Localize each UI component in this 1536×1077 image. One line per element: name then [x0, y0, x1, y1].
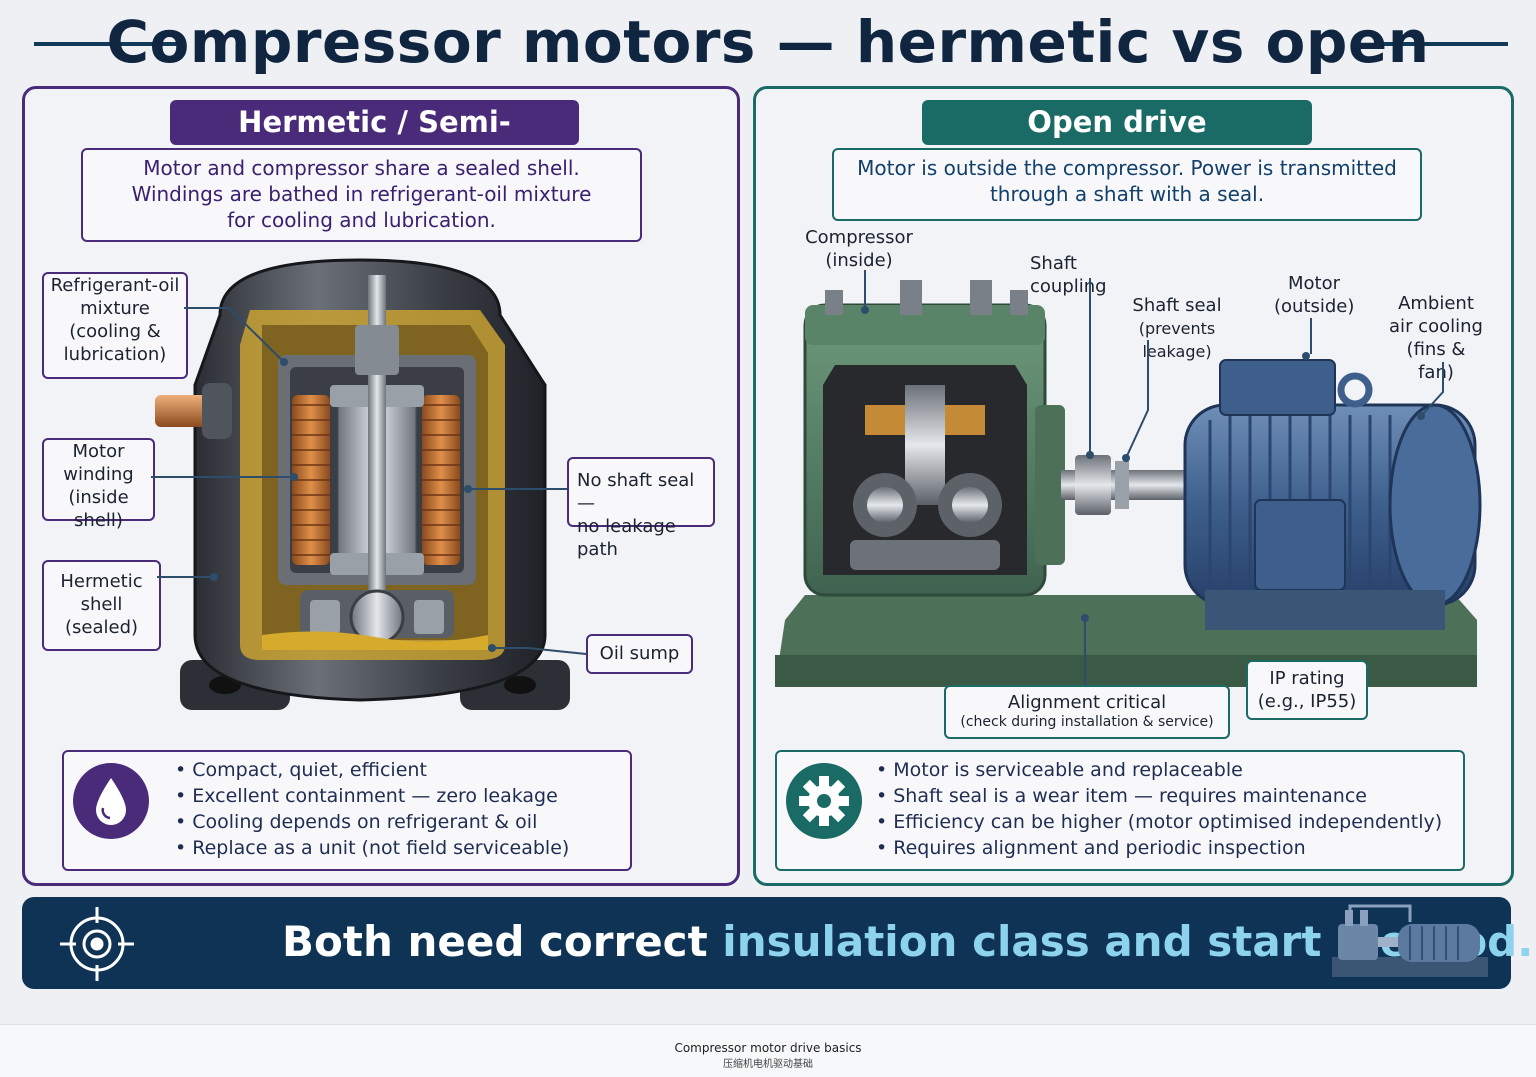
list-item: • Requires alignment and periodic inspec…	[876, 837, 1306, 859]
label-line: (sealed)	[64, 617, 139, 638]
no-shaft-seal-label: No shaft seal — no leakage path	[567, 457, 715, 560]
label-line: Shaft seal	[1132, 295, 1222, 316]
list-item-text: Compact, quiet, efficient	[192, 759, 427, 781]
gear-icon	[786, 763, 862, 839]
no-shaft-seal-leader	[468, 488, 567, 490]
list-item-text: Requires alignment and periodic inspecti…	[893, 837, 1306, 859]
hermetic-header: Hermetic / Semi-hermetic	[170, 100, 579, 184]
conclusion-banner	[22, 897, 1511, 989]
footer-caption: Compressor motor drive basics	[674, 1041, 862, 1055]
label-line: (cooling &	[69, 321, 161, 342]
hermetic-description-line: Windings are bathed in refrigerant-oil m…	[131, 182, 592, 206]
open-summary-box	[775, 750, 1465, 871]
label-line: No shaft seal —	[577, 470, 695, 514]
motor-winding-leader	[151, 476, 294, 478]
label-line: (prevents leakage)	[1138, 319, 1216, 361]
list-item: • Excellent containment — zero leakage	[175, 785, 558, 807]
ambient-cooling-leader	[1417, 362, 1444, 420]
label-line: Motor	[72, 441, 125, 462]
label-line: (inside)	[825, 250, 893, 271]
list-item: • Replace as a unit (not field serviceab…	[175, 837, 570, 859]
label-line: winding	[63, 464, 134, 485]
title-rule-right	[1384, 42, 1508, 46]
label-line: (check during installation & service)	[960, 714, 1214, 730]
label-line: (e.g., IP55)	[1257, 691, 1357, 712]
label-line: air cooling	[1389, 316, 1483, 337]
label-line: Motor	[1287, 273, 1340, 294]
refrigerant-oil-leader	[184, 307, 288, 366]
hermetic-description-line: Motor and compressor share a sealed shel…	[143, 156, 580, 180]
refrigerant-oil-label: Refrigerant-oil mixture (cooling & lubri…	[42, 272, 188, 379]
label-line: (inside shell)	[68, 487, 129, 531]
list-item: • Cooling depends on refrigerant & oil	[175, 811, 538, 833]
ip-rating-label: IP rating (e.g., IP55)	[1246, 660, 1368, 720]
hermetic-compressor-illustration	[155, 258, 570, 710]
leader-dot	[290, 473, 298, 481]
leader-dot	[210, 573, 218, 581]
list-item-text: Excellent containment — zero leakage	[192, 785, 558, 807]
open-bullet-list: • Motor is serviceable and replaceable •…	[876, 757, 1442, 861]
open-description-line: Motor is outside the compressor. Power i…	[857, 156, 1397, 180]
label-line: (outside)	[1274, 296, 1355, 317]
list-item-text: Replace as a unit (not field serviceable…	[192, 837, 570, 859]
hermetic-bullet-list: • Compact, quiet, efficient • Excellent …	[175, 757, 569, 861]
label-line: Ambient	[1398, 293, 1474, 314]
open-drive-header: Open drive	[922, 100, 1312, 145]
compressor-leader	[864, 270, 866, 310]
label-line: IP rating	[1269, 668, 1345, 689]
motor-label: Motor (outside)	[1274, 272, 1354, 318]
open-description-line: through a shaft with a seal.	[989, 182, 1265, 206]
list-item: • Compact, quiet, efficient	[175, 759, 427, 781]
hermetic-description-line: for cooling and lubrication.	[227, 208, 496, 232]
label-line: shell	[80, 594, 123, 615]
open-drive-description: Motor is outside the compressor. Power i…	[832, 148, 1422, 221]
oil-sump-leader	[488, 644, 587, 655]
label-line: Compressor	[805, 227, 913, 248]
leader-dot	[464, 485, 472, 493]
hermetic-shell-leader	[157, 576, 214, 578]
list-item-text: Efficiency can be higher (motor optimise…	[893, 811, 1443, 833]
target-icon	[60, 907, 134, 981]
label-line: lubrication)	[63, 344, 167, 365]
hermetic-shell-label: Hermetic shell (sealed)	[42, 560, 161, 651]
leader-dot	[1081, 614, 1089, 622]
alignment-label: Alignment critical (check during install…	[944, 685, 1230, 739]
alignment-leader	[1084, 620, 1086, 685]
leader-dot	[861, 306, 869, 314]
hermetic-description: Motor and compressor share a sealed shel…	[81, 148, 642, 242]
oil-drop-icon	[73, 763, 149, 839]
compressor-label: Compressor (inside)	[802, 226, 916, 272]
label-line: (fins & fan)	[1406, 339, 1466, 383]
footer-caption-translation: 压缩机电机驱动基础	[723, 1059, 813, 1070]
list-item-text: Shaft seal is a wear item — requires mai…	[893, 785, 1367, 807]
leader-dot	[1302, 352, 1310, 360]
motor-compressor-icon	[1332, 904, 1488, 977]
label-line: Hermetic	[60, 571, 143, 592]
motor-winding-label: Motor winding (inside shell)	[42, 438, 155, 531]
label-line: Alignment critical	[1007, 692, 1167, 713]
label-line: Refrigerant-oil	[50, 275, 180, 296]
page-title: Compressor motors — hermetic vs open	[106, 8, 1430, 76]
leader-dot	[1086, 451, 1094, 459]
list-item: • Efficiency can be higher (motor optimi…	[876, 811, 1443, 833]
label-line: mixture	[80, 298, 150, 319]
motor-leader	[1310, 318, 1312, 354]
list-item-text: Motor is serviceable and replaceable	[893, 759, 1243, 781]
footer: Compressor motor drive basics 压缩机电机驱动基础	[0, 1024, 1536, 1077]
banner-text-plain: Both need correct	[282, 917, 723, 966]
title-rule-left	[34, 42, 184, 46]
shaft-coupling-label: Shaft coupling	[1030, 253, 1107, 297]
shaft-seal-label: Shaft seal (prevents leakage)	[1104, 294, 1250, 363]
label-line: no leakage path	[577, 516, 676, 560]
ambient-cooling-label: Ambient air cooling (fins & fan)	[1386, 292, 1486, 384]
shaft-seal-leader	[1122, 340, 1149, 462]
list-item: • Motor is serviceable and replaceable	[876, 759, 1243, 781]
shaft-coupling-leader	[1089, 278, 1091, 454]
list-item: • Shaft seal is a wear item — requires m…	[876, 785, 1367, 807]
oil-sump-label: Oil sump	[586, 634, 693, 674]
hermetic-summary-box	[62, 750, 632, 871]
list-item-text: Cooling depends on refrigerant & oil	[192, 811, 538, 833]
